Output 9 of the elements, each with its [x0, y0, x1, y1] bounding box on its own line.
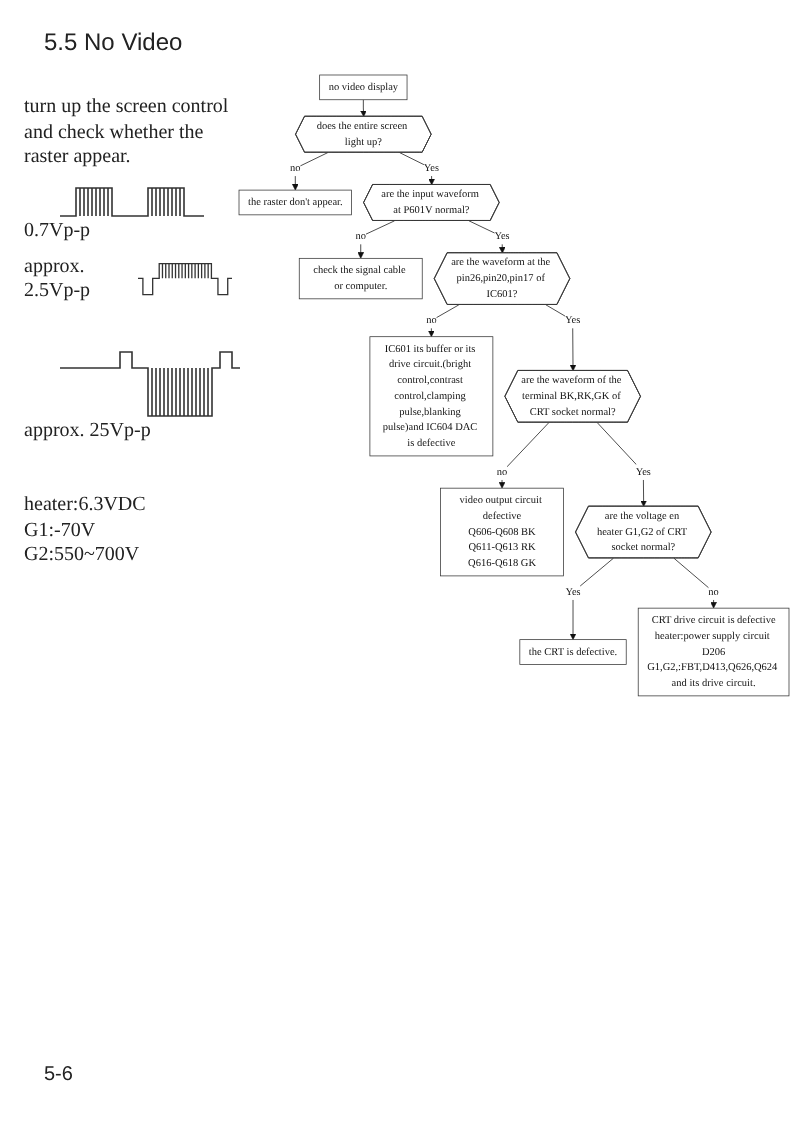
instruction-note: turn up the screen control and check whether the raster appear. — [24, 96, 231, 172]
page-number: 5-6 — [44, 1064, 73, 1086]
voltage-label: heater:6.3VDC — [24, 494, 148, 520]
voltage-label: G2:550~700V — [24, 544, 142, 570]
voltage-label: approx. 2.5Vp-p — [24, 255, 93, 306]
voltage-label: approx. 25Vp-p — [24, 419, 153, 445]
page-title: 5.5 No Video — [44, 28, 183, 56]
voltage-label: G1:-70V — [24, 519, 98, 545]
voltage-label: 0.7Vp-p — [24, 220, 93, 246]
